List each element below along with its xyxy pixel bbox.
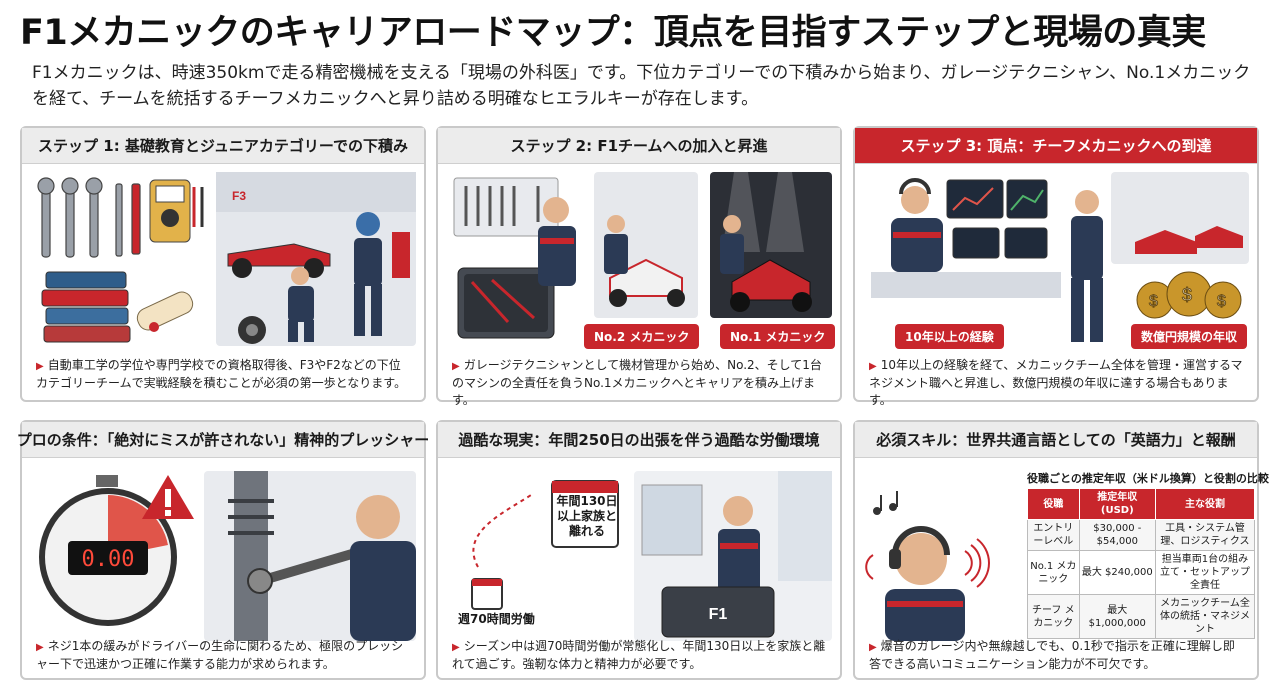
labor-illustration: F1 — [471, 471, 832, 641]
table-cell: 担当車両1台の組み立て・セットアップ全責任 — [1154, 550, 1256, 595]
table-row: チーフ メカニック 最大 $1,000,000 メカニックチーム全体の統括・マネ… — [1027, 594, 1256, 639]
no2-garage — [594, 172, 698, 318]
garage-scene: F3 — [216, 172, 416, 346]
step3-description: ▶10年以上の経験を経て、メカニックチーム全体を管理・運営するマネジメント職へと… — [869, 358, 1243, 407]
table-cell: メカニックチーム全体の統括・マネジメント — [1154, 594, 1256, 639]
tag-no1-mechanic: No.1 メカニック — [720, 324, 836, 349]
mechanic-figure — [288, 267, 314, 342]
table-cell: チーフ メカニック — [1027, 594, 1080, 639]
table-cell: No.1 メカニック — [1027, 550, 1080, 595]
step3-illustration: $ $ $ — [871, 172, 1249, 342]
diploma-icon — [136, 291, 194, 332]
step1-illustration: F3 — [37, 172, 416, 346]
money-bags-icon: $ $ $ — [1136, 271, 1242, 319]
panel-step1: ステップ 1: 基礎教育とジュニアカテゴリーでの下積み — [20, 126, 426, 402]
salary-table-title: 役職ごとの推定年収（米ドル換算）と役割の比較 — [1027, 472, 1269, 485]
warning-icon — [142, 475, 194, 519]
table-cell: $30,000 - $54,000 — [1078, 519, 1156, 551]
pressure-description: ▶ネジ1本の緩みがドライバーの生命に関わるため、極限のプレッシャー下で迅速かつ正… — [36, 639, 404, 671]
toolbox-icon — [457, 267, 555, 339]
table-header-salary: 推定年収 (USD) — [1078, 488, 1156, 520]
tag-salary: 数億円規模の年収 — [1131, 324, 1248, 349]
stopwatch-icon: 0.00 — [39, 475, 177, 626]
mechanic-figure — [538, 197, 576, 286]
small-calendar-icon — [471, 578, 503, 610]
panel-step2-header: ステップ 2: F1チームへの加入と昇進 — [438, 128, 840, 164]
skills-illustration — [865, 491, 990, 641]
table-cell: 最大 $240,000 — [1078, 550, 1156, 595]
panel-labor-header: 過酷な現実：年間250日の出張を伴う過酷な労働環境 — [438, 422, 840, 458]
chief-mechanic-figure — [891, 178, 943, 272]
panel-skills: 必須スキル：世界共通言語としての「英語力」と報酬 役職ごとの推定年収（米ドル換算… — [853, 420, 1269, 680]
table-header-row: 役職 推定年収 (USD) 主な役割 — [1027, 488, 1256, 520]
salary-table: 役職 推定年収 (USD) 主な役割 エントリーレベル $30,000 - $5… — [1027, 488, 1256, 639]
panel-labor: 過酷な現実：年間250日の出張を伴う過酷な労働環境 F1 年間130日以上家族と… — [436, 420, 842, 680]
panel-pressure-header: プロの条件：「絶対にミスが許されない」精神的プレッシャー — [17, 422, 429, 458]
table-header-duties: 主な役割 — [1154, 488, 1256, 520]
garage-scene — [1111, 172, 1249, 264]
step1-description: ▶自動車工学の学位や専門学校での資格取得後、F3やF2などの下位カテゴリーチーム… — [36, 358, 407, 390]
panel-step1-header: ステップ 1: 基礎教育とジュニアカテゴリーでの下積み — [22, 128, 424, 164]
sound-wave-icon — [865, 538, 990, 588]
step2-illustration — [453, 172, 832, 339]
calendar-text: 年間130日以上家族と離れる — [556, 494, 618, 538]
svg-text:$: $ — [1149, 293, 1158, 310]
svg-text:F1: F1 — [709, 606, 728, 623]
panel-pressure: プロの条件：「絶対にミスが許されない」精神的プレッシャー 0.00 ▶ネジ1本の… — [17, 420, 429, 680]
no1-garage — [710, 172, 832, 318]
mechanic-figure-helmet — [354, 212, 382, 336]
table-row: No.1 メカニック 最大 $240,000 担当車両1台の組み立て・セットアッ… — [1027, 550, 1256, 595]
calendar-icon — [551, 480, 619, 548]
panel-step2: ステップ 2: F1チームへの加入と昇進 — [436, 126, 842, 407]
skills-description: ▶爆音のガレージ内や無線越しでも、0.1秒で指示を正確に理解し即答できる高いコミ… — [869, 639, 1235, 671]
panel-skills-header: 必須スキル：世界共通言語としての「英語力」と報酬 — [855, 422, 1257, 458]
mechanic-figure — [718, 496, 760, 595]
f3-logo: F3 — [232, 189, 246, 203]
table-cell: 最大 $1,000,000 — [1078, 594, 1156, 639]
tag-10-years: 10年以上の経験 — [895, 324, 1004, 349]
suspension-scene — [204, 471, 416, 641]
table-cell: 工具・システム管理、ロジスティクス — [1154, 519, 1256, 551]
panel-step3: ステップ 3: 頂点：チーフメカニックへの到達 — [853, 126, 1259, 407]
wrench-icon — [37, 177, 141, 258]
labor-description: ▶シーズン中は週70時間労働が常態化し、年間130日以上を家族と離れて過ごす。強… — [452, 639, 826, 671]
tag-no2-mechanic: No.2 メカニック — [584, 324, 700, 349]
timer-display: 0.00 — [82, 547, 135, 572]
panel-step3-header: ステップ 3: 頂点：チーフメカニックへの到達 — [855, 128, 1257, 164]
weekly-hours-label: 週70時間労働 — [458, 612, 535, 626]
hotel-scene: F1 — [634, 471, 832, 641]
headset-mechanic-figure — [885, 526, 965, 641]
standing-mechanic-figure — [1071, 190, 1103, 342]
flight-path — [472, 492, 535, 568]
multimeter-icon — [149, 179, 204, 243]
table-header-role: 役職 — [1027, 488, 1080, 520]
monitor-icon — [946, 179, 1048, 259]
intro-text: F1メカニックは、時速350kmで走る精密機械を支える「現場の外科医」です。下位… — [32, 63, 1251, 109]
svg-text:$: $ — [1182, 285, 1192, 305]
table-row: エントリーレベル $30,000 - $54,000 工具・システム管理、ロジス… — [1027, 519, 1256, 551]
books-icon — [41, 271, 131, 343]
music-note-icon — [873, 491, 898, 515]
svg-text:$: $ — [1217, 293, 1226, 310]
table-cell: エントリーレベル — [1027, 519, 1080, 551]
page-title: F1メカニックのキャリアロードマップ：頂点を目指すステップと現場の真実 — [20, 13, 1206, 53]
toolboard-icon — [453, 177, 559, 237]
mechanic-figure — [350, 495, 416, 641]
step2-description: ▶ガレージテクニシャンとして機材管理から始め、No.2、そして1台のマシンの全責… — [452, 358, 822, 407]
pressure-illustration: 0.00 — [39, 471, 416, 641]
